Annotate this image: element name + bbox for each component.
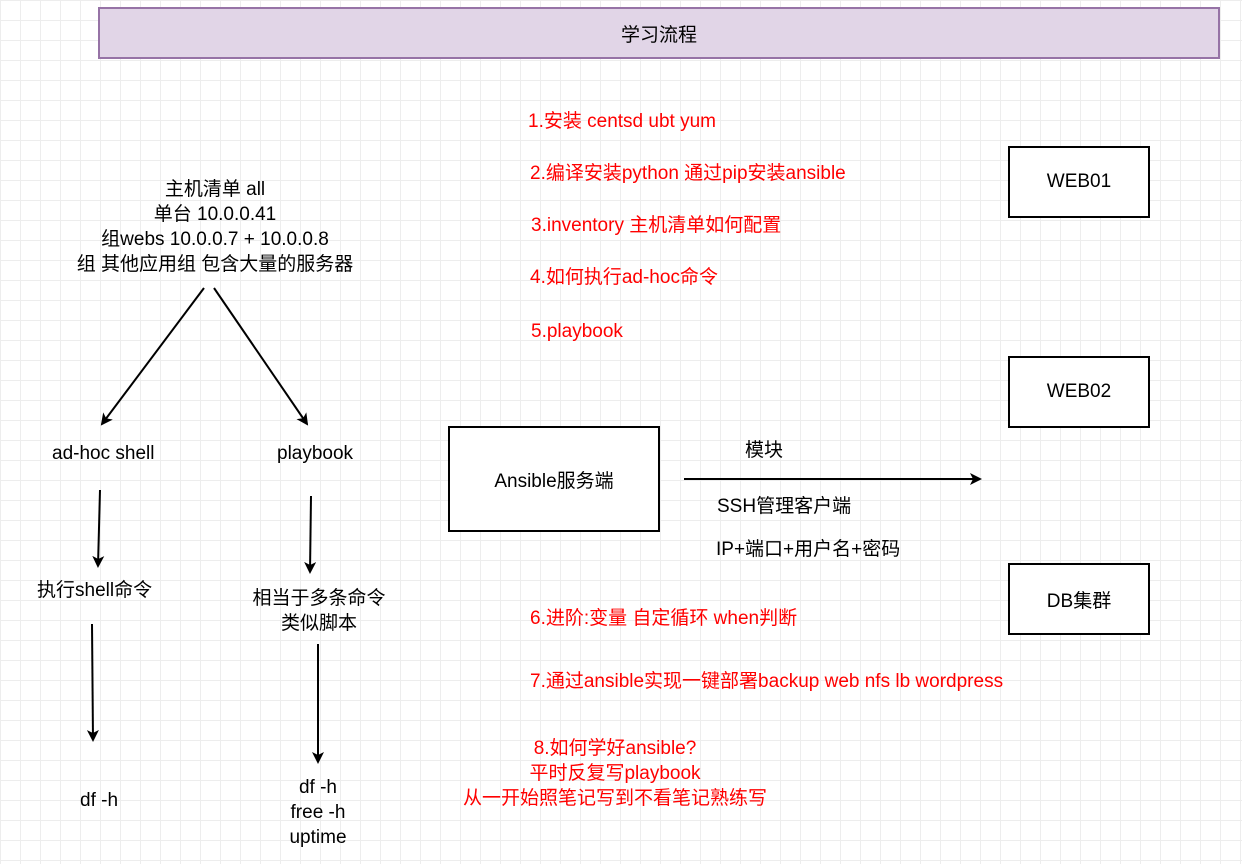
step-3: 3.inventory 主机清单如何配置: [531, 215, 782, 236]
step-8-line: 平时反复写playbook: [529, 763, 701, 784]
step-1: 1.安装 centsd ubt yum: [528, 111, 716, 132]
edge-adhoc-step-to-result: [86, 623, 99, 742]
auth-label: IP+端口+用户名+密码: [716, 539, 901, 560]
edge-hostlist-to-adhoc: [100, 287, 205, 426]
step-7: 7.通过ansible实现一键部署backup web nfs lb wordp…: [530, 671, 1004, 692]
ansible-server-box: Ansible服务端: [448, 426, 660, 532]
adhoc-step: 执行shell命令: [37, 580, 153, 601]
playbook-step: 相当于多条命令 类似脚本: [229, 586, 409, 636]
step-6: 6.进阶:变量 自定循环 when判断: [530, 608, 798, 629]
web02-box: WEB02: [1008, 356, 1150, 428]
playbook-label: playbook: [277, 443, 354, 464]
web01-box: WEB01: [1008, 146, 1150, 218]
web01-label: WEB01: [1046, 171, 1112, 192]
host-list-line: 组webs 10.0.0.7 + 10.0.0.8: [101, 229, 329, 250]
db-cluster-box: DB集群: [1008, 563, 1150, 635]
edge-adhoc-to-step: [92, 489, 105, 568]
module-label: 模块: [745, 440, 784, 461]
adhoc-label: ad-hoc shell: [52, 443, 155, 464]
playbook-step-line: 类似脚本: [280, 613, 357, 634]
host-list-text: 主机清单 all 单台 10.0.0.41 组webs 10.0.0.7 + 1…: [40, 177, 390, 277]
host-list-line: 组 其他应用组 包含大量的服务器: [76, 254, 354, 275]
host-list-line: 主机清单 all: [164, 179, 266, 200]
ansible-server-label: Ansible服务端: [494, 470, 614, 492]
playbook-result-line: df -h: [298, 777, 338, 798]
web02-label: WEB02: [1046, 381, 1112, 402]
title-text: 学习流程: [620, 24, 697, 46]
ssh-label: SSH管理客户端: [717, 496, 852, 517]
playbook-result: df -h free -h uptime: [258, 775, 378, 850]
db-cluster-label: DB集群: [1046, 590, 1112, 612]
title-bar: 学习流程: [98, 7, 1220, 59]
step-8-line: 从一开始照笔记写到不看笔记熟练写: [462, 788, 767, 809]
step-2: 2.编译安装python 通过pip安装ansible: [530, 163, 846, 184]
step-8-line: 8.如何学好ansible?: [533, 738, 697, 759]
step-4: 4.如何执行ad-hoc命令: [530, 267, 718, 288]
step-5: 5.playbook: [531, 321, 623, 342]
playbook-result-line: free -h: [290, 802, 346, 823]
step-8: 8.如何学好ansible? 平时反复写playbook 从一开始照笔记写到不看…: [430, 736, 800, 811]
playbook-result-line: uptime: [289, 827, 347, 848]
edge-playbook-to-step: [304, 495, 317, 574]
adhoc-result: df -h: [80, 790, 119, 811]
host-list-line: 单台 10.0.0.41: [153, 204, 277, 225]
playbook-step-line: 相当于多条命令: [252, 588, 386, 609]
edge-hostlist-to-playbook: [213, 287, 309, 426]
